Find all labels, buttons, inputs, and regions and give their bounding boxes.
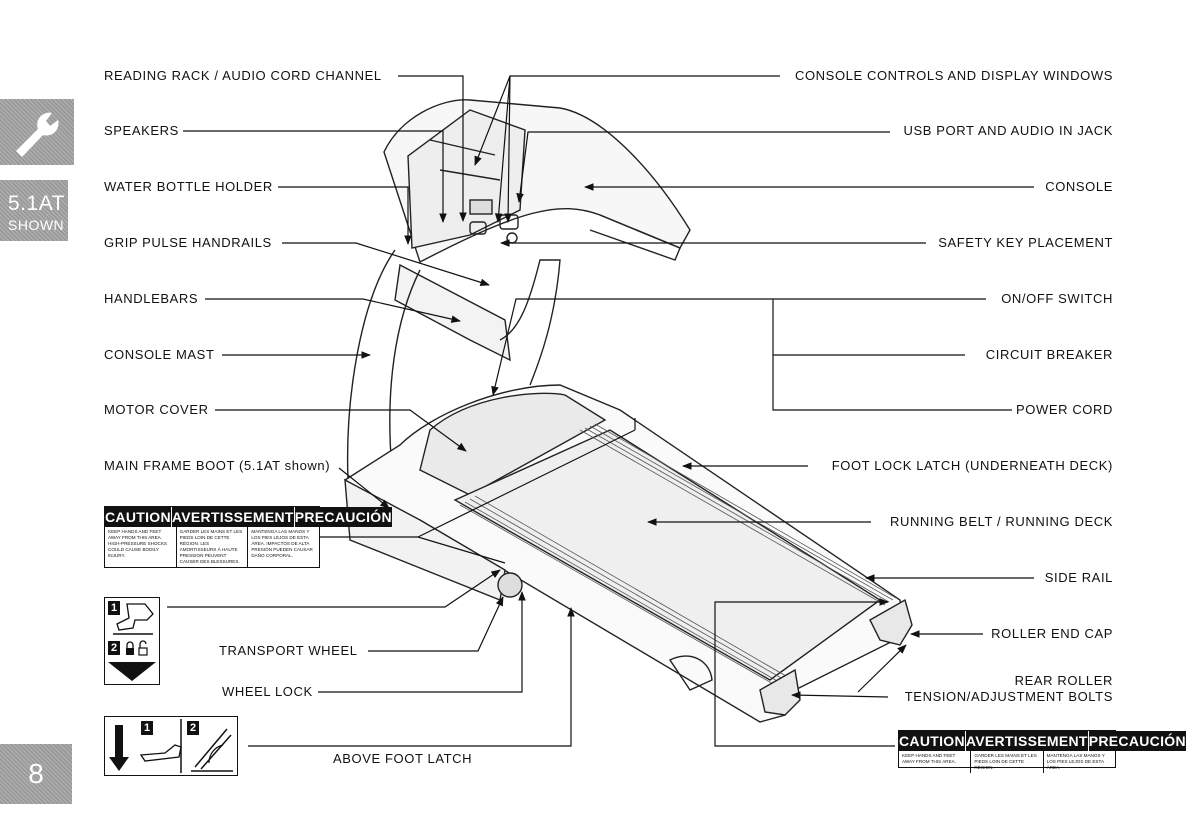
label-console-controls: CONSOLE CONTROLS AND DISPLAY WINDOWS <box>794 68 1113 84</box>
label-main-frame-boot: MAIN FRAME BOOT (5.1AT shown) <box>104 458 331 474</box>
warning-label-right: CAUTION AVERTISSEMENT PRECAUCIÓN KEEP HA… <box>898 730 1186 773</box>
warning-avertissement: AVERTISSEMENT <box>965 731 1089 751</box>
model-tab: 5.1AT SHOWN <box>0 180 68 241</box>
model-name: 5.1AT <box>8 192 65 215</box>
leader-lines <box>167 75 1034 747</box>
label-rear-roller: REAR ROLLER <box>1014 673 1113 689</box>
warning-text-en: KEEP HANDS AND FEET AWAY FROM THIS AREA.… <box>105 527 177 567</box>
foot-press-icon <box>139 744 182 762</box>
warning-label-left: CAUTION AVERTISSEMENT PRECAUCIÓN KEEP HA… <box>104 506 392 568</box>
label-tension-bolts: TENSION/ADJUSTMENT BOLTS <box>904 689 1113 705</box>
wheel-lock-steps: 1 2 <box>104 597 160 685</box>
warning-caution: CAUTION <box>899 731 966 751</box>
label-speakers: SPEAKERS <box>104 123 179 139</box>
warning-text-fr: GARDER LES MAINS ET LES PIEDS LOIN DE CE… <box>971 751 1044 773</box>
step-number-2: 2 <box>189 722 197 734</box>
label-circuit-breaker: CIRCUIT BREAKER <box>985 347 1113 363</box>
label-roller-end-cap: ROLLER END CAP <box>991 626 1113 642</box>
unlock-icon <box>138 640 148 656</box>
label-foot-lock-latch: FOOT LOCK LATCH (UNDERNEATH DECK) <box>831 458 1113 474</box>
down-arrow-icon <box>108 662 156 681</box>
label-transport-wheel: TRANSPORT WHEEL <box>219 643 358 659</box>
warning-text-es: MANTENGA LAS MANOS Y LOS PIES LEJOS DE E… <box>1046 753 1105 770</box>
warning-avertissement: AVERTISSEMENT <box>171 507 295 527</box>
wrench-icon <box>16 112 59 157</box>
step-number-1: 1 <box>110 602 118 614</box>
warning-caution: CAUTION <box>105 507 172 527</box>
down-arrow-icon <box>109 725 129 771</box>
warning-text-es: MANTENGA LAS MANOS Y LOS PIES LEJOS DE E… <box>251 529 313 558</box>
label-console: CONSOLE <box>1045 179 1113 195</box>
foot-latch-steps: 1 2 <box>104 716 238 776</box>
label-console-mast: CONSOLE MAST <box>104 347 215 363</box>
label-running-belt: RUNNING BELT / RUNNING DECK <box>889 514 1113 530</box>
warning-text-en: KEEP HANDS AND FEET AWAY FROM THIS AREA. <box>899 751 972 773</box>
model-shown: SHOWN <box>8 217 65 233</box>
label-grip-pulse-handrails: GRIP PULSE HANDRAILS <box>104 235 272 251</box>
label-power-cord: POWER CORD <box>1016 402 1113 418</box>
label-on-off-switch: ON/OFF SWITCH <box>1001 291 1113 307</box>
label-side-rail: SIDE RAIL <box>1044 570 1113 586</box>
step-number-1: 1 <box>143 722 151 734</box>
warning-text-fr: GARDER LES MAINS ET LES PIEDS LOIN DE CE… <box>177 527 249 567</box>
treadmill-drawing <box>344 99 913 723</box>
label-reading-rack: READING RACK / AUDIO CORD CHANNEL <box>104 68 382 84</box>
step-number-2: 2 <box>110 642 118 654</box>
label-above-foot-latch: ABOVE FOOT LATCH <box>333 751 473 767</box>
label-wheel-lock: WHEEL LOCK <box>222 684 313 700</box>
label-usb-port: USB PORT AND AUDIO IN JACK <box>903 123 1113 139</box>
warning-precaucion: PRECAUCIÓN <box>1088 731 1186 751</box>
wrench-tab <box>0 99 74 165</box>
treadmill-fold-icon <box>109 719 233 773</box>
label-water-bottle-holder: WATER BOTTLE HOLDER <box>104 179 273 195</box>
lock-icon <box>126 641 134 655</box>
label-handlebars: HANDLEBARS <box>104 291 199 307</box>
page-number: 8 <box>0 744 72 804</box>
foot-press-icon <box>108 601 156 681</box>
label-safety-key: SAFETY KEY PLACEMENT <box>938 235 1113 251</box>
label-motor-cover: MOTOR COVER <box>104 402 209 418</box>
warning-precaucion: PRECAUCIÓN <box>294 507 392 527</box>
